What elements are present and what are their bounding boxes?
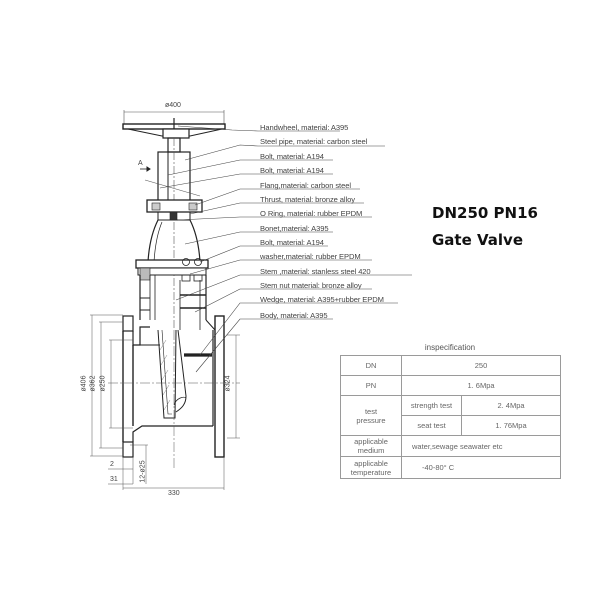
bolt-holes-label: 12-ø25 <box>139 460 147 483</box>
part-label-stem: Stem ,material: stanless steel 420 <box>260 267 371 276</box>
spec-sublabel: seat test <box>401 415 462 436</box>
view-marker-label: A <box>138 160 143 167</box>
raised-face-diameter-label: ø324 <box>224 375 232 392</box>
bolt-circle-diameter-label: ø362 <box>89 375 97 392</box>
flange-thickness-label: 31 <box>110 476 118 483</box>
part-label-handwheel: Handwheel, material: A395 <box>260 123 349 132</box>
face-to-face-label: 330 <box>168 490 180 497</box>
spec-row-pn: PN 1. 6Mpa <box>340 375 562 396</box>
spec-label-line: temperature <box>350 467 392 477</box>
spec-label-line: medium <box>357 446 385 455</box>
part-label-stem-nut: Stem nut material: bronze alloy <box>260 281 362 290</box>
spec-label-test-pressure: test pressure <box>340 395 402 436</box>
spec-table: DN 250 PN 1. 6Mpa test pressure strength… <box>340 355 562 479</box>
spec-value: 2. 4Mpa <box>460 395 562 416</box>
part-label-wedge: Wedge, material: A395+rubber EPDM <box>260 295 384 304</box>
spec-sublabel: strength test <box>401 395 462 416</box>
spec-label-line: pressure <box>356 415 386 425</box>
part-label-bonnet: Bonet,material: A395 <box>260 224 329 233</box>
spec-label-temperature: applicable temperature <box>340 456 402 479</box>
part-label-thrust: Thrust, material: bronze alloy <box>260 195 355 204</box>
part-label-o-ring: O Ring, material: rubber EPDM <box>260 209 363 218</box>
spec-row-strength-test: test pressure strength test 2. 4Mpa <box>340 395 562 436</box>
spec-label-line: test <box>364 406 378 416</box>
part-label-bolt: Bolt, material: A194 <box>260 152 324 161</box>
part-label-flange: Flang,material: carbon steel <box>260 181 351 190</box>
part-label-bolt: Bolt, material: A194 <box>260 238 324 247</box>
spec-value: water,sewage seawater etc <box>400 435 562 457</box>
spec-value: 1. 76Mpa <box>460 415 562 436</box>
face-height-label: 2 <box>110 461 114 468</box>
spec-row-temperature: applicable temperature -40-80° C <box>340 456 562 479</box>
spec-label-line: applicable <box>354 437 388 446</box>
spec-label: PN <box>340 375 402 396</box>
spec-value: -40-80° C <box>400 456 562 479</box>
spec-row-seat-test: seat test 1. 76Mpa <box>341 415 562 436</box>
spec-table-caption: inspecification <box>424 343 476 352</box>
bore-diameter-label: ø250 <box>99 375 107 392</box>
part-label-washer: washer,material: rubber EPDM <box>260 252 361 261</box>
outer-flange-diameter-label: ø406 <box>80 375 88 392</box>
spec-value: 1. 6Mpa <box>400 375 562 396</box>
spec-row-medium: applicable medium water,sewage seawater … <box>340 435 562 457</box>
part-label-bolt: Bolt, material: A194 <box>260 166 324 175</box>
spec-label-line: applicable <box>354 458 388 468</box>
spec-value: 250 <box>400 355 562 376</box>
part-label-body: Body, material: A395 <box>260 311 328 320</box>
spec-label-medium: applicable medium <box>340 435 402 457</box>
product-subtitle: Gate Valve <box>432 231 524 249</box>
spec-label: DN <box>340 355 402 376</box>
spec-row-dn: DN 250 <box>340 355 562 376</box>
handwheel-diameter-label: ø400 <box>165 102 181 109</box>
product-title: DN250 PN16 <box>432 204 538 222</box>
part-label-steel-pipe: Steel pipe, material: carbon steel <box>260 137 368 146</box>
